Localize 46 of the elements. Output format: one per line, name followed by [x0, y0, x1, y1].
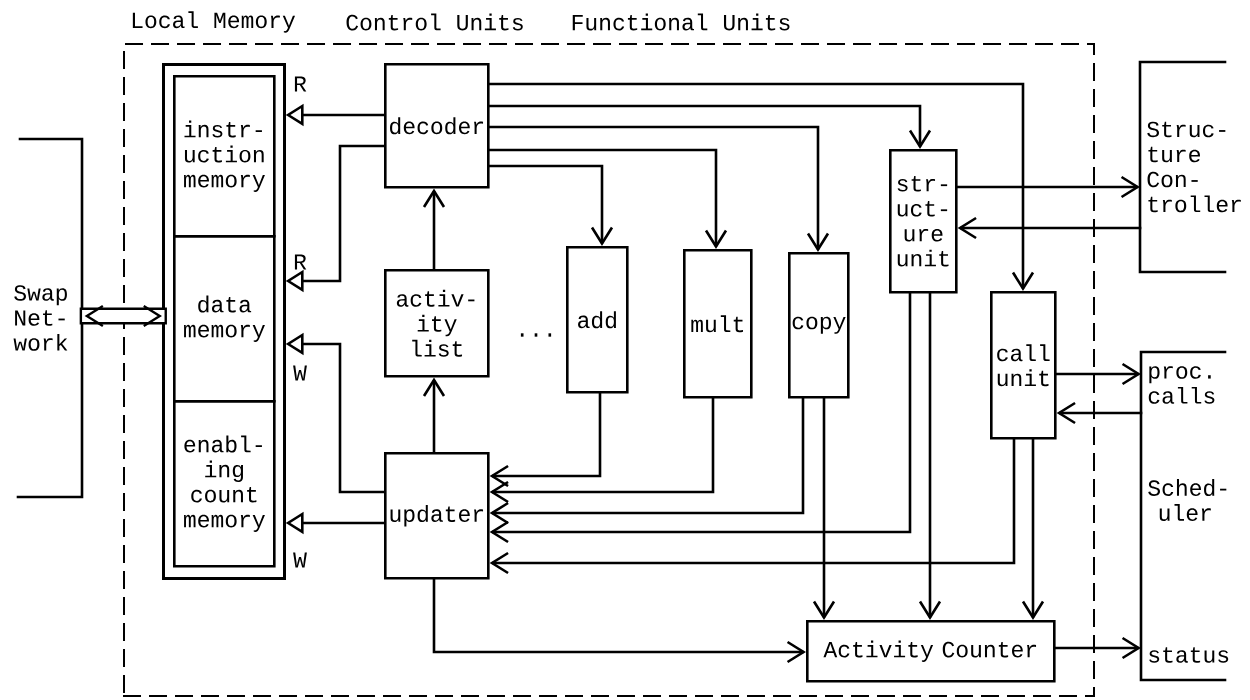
port-label: W — [293, 365, 307, 381]
double-arrow — [79, 304, 167, 327]
memory-box: instr- uction memory — [173, 75, 276, 238]
unit-box: updater — [384, 452, 490, 580]
ellipsis-label: ... — [520, 333, 552, 337]
arrow — [1021, 438, 1045, 620]
arrow — [489, 292, 912, 544]
arrow — [422, 377, 446, 454]
port-label: R — [294, 76, 307, 92]
column-heading: Control Units — [346, 13, 523, 31]
open-box: proc. calls Sched- uler status — [1139, 350, 1229, 682]
unit-box: mult — [683, 249, 753, 399]
memory-box: data memory — [173, 235, 276, 403]
column-heading: Local Memory — [132, 11, 296, 33]
arrow — [1055, 362, 1141, 386]
arrow — [488, 82, 1035, 291]
unit-box: call unit — [990, 290, 1057, 440]
arrow — [489, 397, 715, 504]
unit-box: Activity Counter — [806, 620, 1056, 683]
arrow — [1054, 636, 1141, 660]
arrow — [488, 148, 728, 249]
unit-box: add — [566, 246, 629, 394]
arrow — [812, 397, 836, 620]
open-box: Swap Net- work — [13, 137, 84, 499]
arrow — [956, 175, 1140, 199]
memory-frame — [162, 63, 286, 580]
unit-box: decoder — [384, 63, 490, 189]
port-label: R — [294, 254, 307, 270]
column-heading: Functional Units — [572, 13, 790, 31]
arrow — [489, 392, 602, 488]
arrow — [488, 104, 932, 149]
arrow — [488, 125, 830, 252]
memory-box: enabl- ing count memory — [173, 399, 276, 568]
arrow — [422, 188, 446, 271]
open-box: Struc- ture Con- troller — [1138, 60, 1241, 274]
unit-box: str- uct- ure unit — [889, 149, 958, 294]
unit-box: activ- ity list — [384, 269, 490, 378]
arrow — [489, 438, 1016, 575]
arrow — [918, 292, 942, 620]
arrow — [432, 578, 806, 664]
arrow — [489, 397, 805, 525]
arrow — [957, 216, 1142, 240]
dashed-frame — [123, 43, 1095, 697]
unit-box: copy — [788, 252, 850, 399]
arrow — [1056, 401, 1143, 425]
arrow — [488, 164, 614, 246]
